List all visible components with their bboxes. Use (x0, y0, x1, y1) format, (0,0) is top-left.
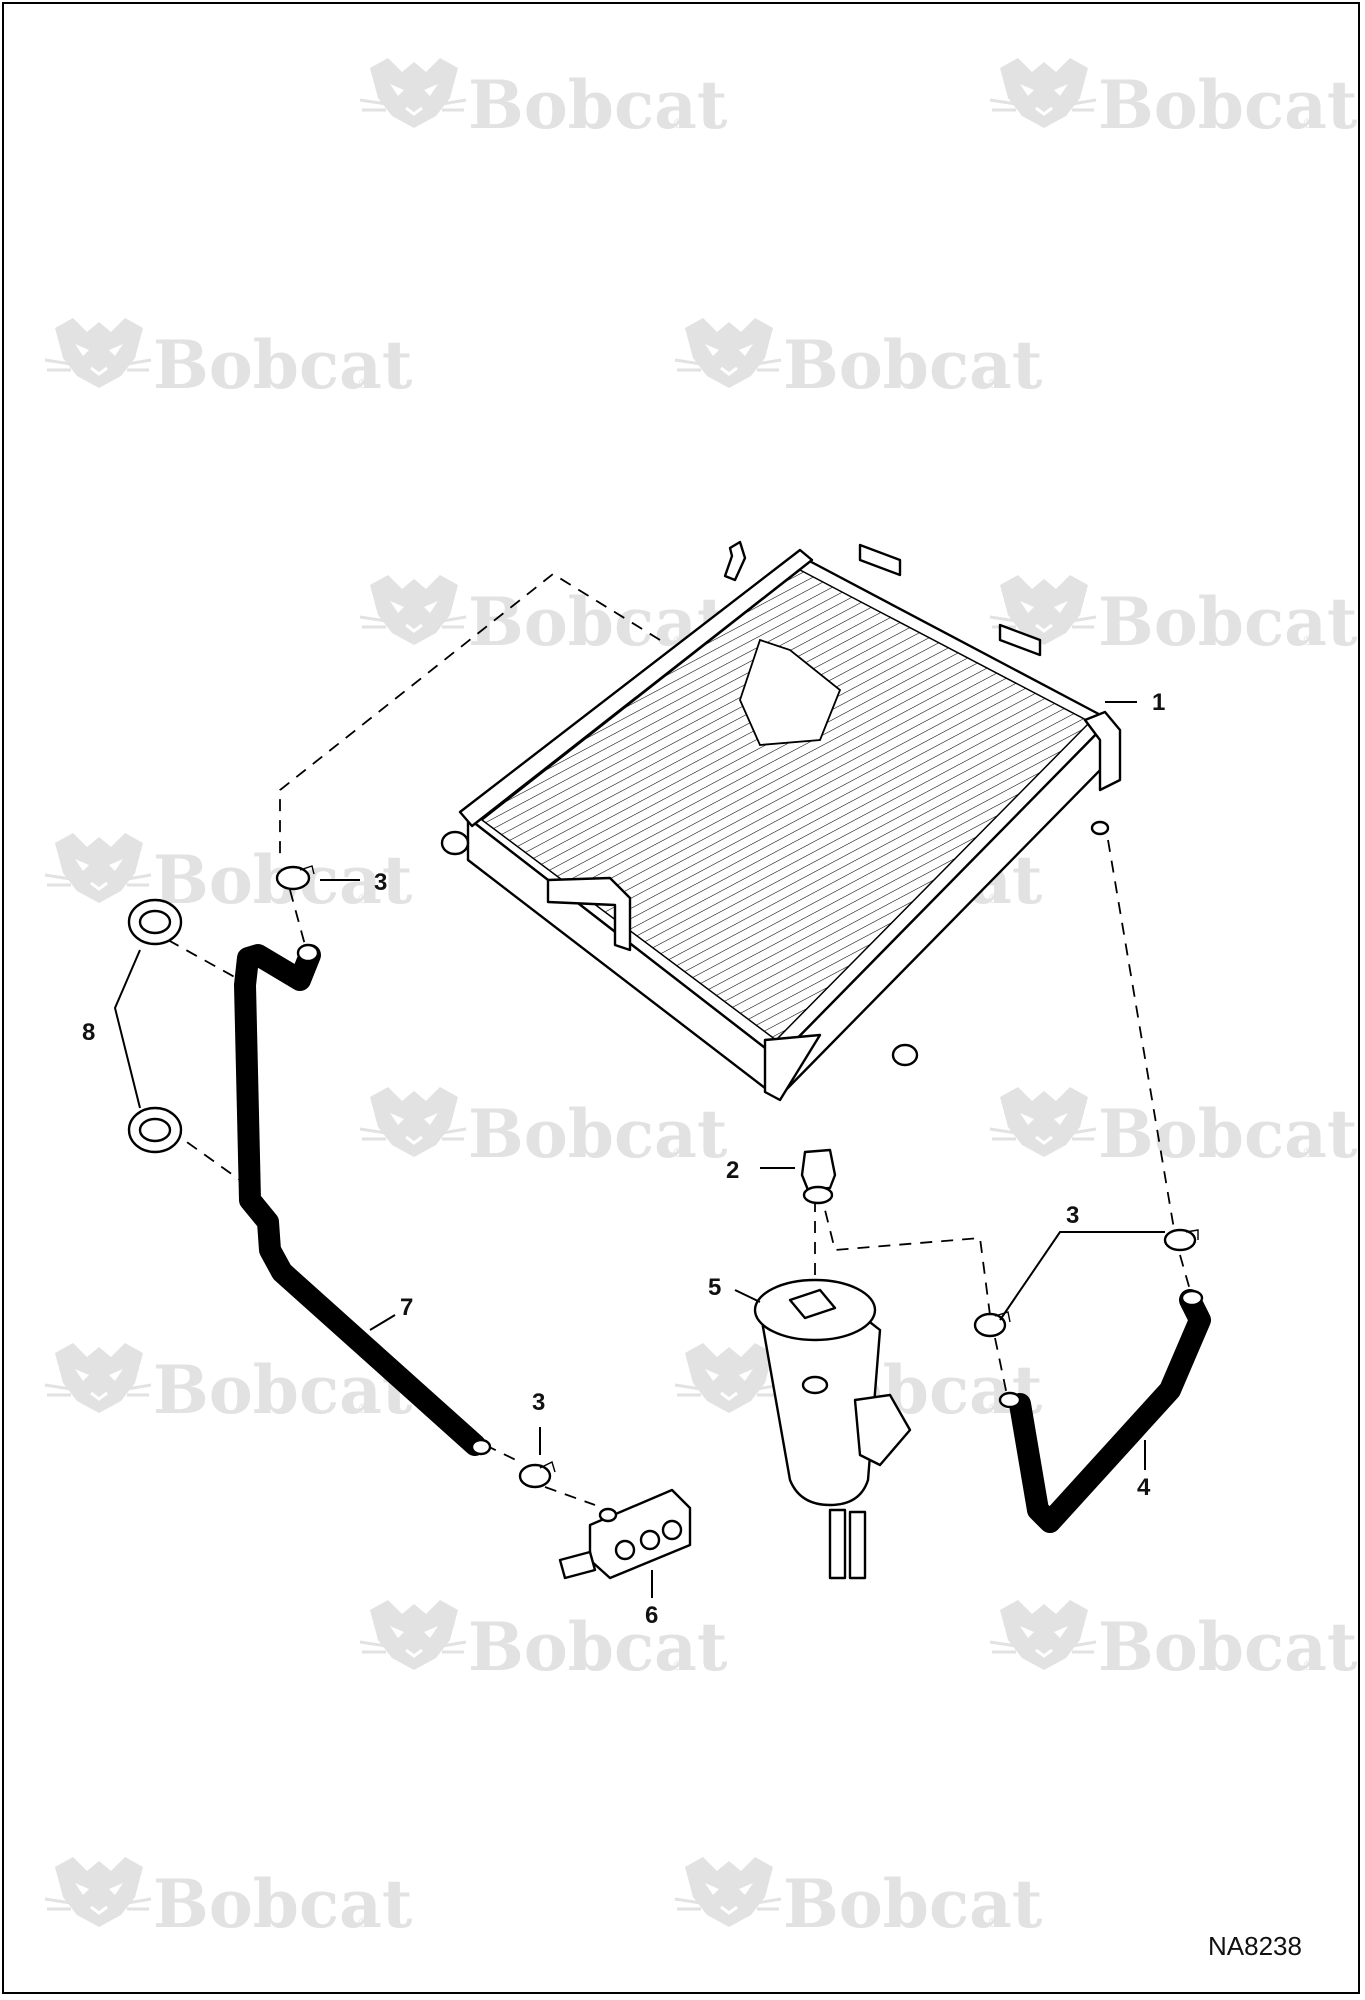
watermark: Bobcat® (988, 1598, 1358, 1686)
svg-text:®: ® (1302, 634, 1315, 649)
callout-8: 8 (82, 1019, 95, 1046)
callout-7: 7 (400, 1294, 413, 1321)
block-fitting-part-6[interactable] (558, 1488, 692, 1580)
watermark: Bobcat® (673, 1855, 1043, 1943)
svg-text:Bobcat: Bobcat (468, 1095, 728, 1173)
radiator-part-1[interactable] (440, 540, 1122, 1102)
svg-text:®: ® (357, 892, 370, 907)
hose-part-4[interactable] (998, 1289, 1211, 1533)
watermark: Bobcat® (988, 56, 1358, 144)
watermark: Bobcat® (988, 1085, 1358, 1173)
grommet-part-8[interactable] (127, 1106, 183, 1154)
watermark: Bobcat® (988, 573, 1358, 661)
svg-text:Bobcat: Bobcat (1098, 66, 1358, 144)
callout-3: 3 (1066, 1202, 1079, 1229)
callout-4: 4 (1137, 1474, 1151, 1501)
svg-text:Bobcat: Bobcat (153, 1865, 413, 1943)
svg-text:Bobcat: Bobcat (468, 1608, 728, 1686)
svg-text:®: ® (357, 1402, 370, 1417)
assembly-dash-lines (167, 572, 1191, 1506)
svg-text:®: ® (672, 117, 685, 132)
svg-text:®: ® (672, 1146, 685, 1161)
svg-text:Bobcat: Bobcat (1098, 583, 1358, 661)
hose-clamp-part-3[interactable] (1163, 1228, 1199, 1252)
figure-id: NA8238 (1208, 1931, 1302, 1961)
grommet-part-8[interactable] (127, 898, 183, 946)
expansion-tank-part-5[interactable] (753, 1278, 912, 1580)
hose-part-7[interactable] (234, 943, 492, 1456)
watermark: Bobcat® (43, 1341, 413, 1429)
svg-text:Bobcat: Bobcat (783, 1865, 1043, 1943)
watermark: Bobcat® (673, 316, 1043, 404)
callout-3: 3 (374, 869, 387, 896)
svg-text:®: ® (987, 377, 1000, 392)
watermark: Bobcat® (358, 1598, 728, 1686)
watermark: Bobcat® (43, 831, 413, 919)
leader-lines (113, 701, 1165, 1598)
svg-text:Bobcat: Bobcat (468, 66, 728, 144)
svg-text:Bobcat: Bobcat (783, 326, 1043, 404)
callout-1: 1 (1152, 689, 1165, 716)
callout-2: 2 (726, 1157, 739, 1184)
svg-text:®: ® (987, 892, 1000, 907)
callout-6: 6 (645, 1602, 658, 1629)
callout-3: 3 (532, 1389, 545, 1416)
hose-clamp-part-3[interactable] (973, 1311, 1011, 1338)
callouts: 1 2 3 3 3 4 5 6 7 8 (82, 689, 1165, 1629)
svg-text:®: ® (357, 377, 370, 392)
svg-text:®: ® (357, 1916, 370, 1931)
svg-text:Bobcat: Bobcat (153, 326, 413, 404)
hose-clamp-part-3[interactable] (275, 865, 315, 891)
watermark: Bobcat® (43, 1855, 413, 1943)
fitting-part-2[interactable] (800, 1148, 837, 1205)
svg-text:®: ® (1302, 1146, 1315, 1161)
callout-5: 5 (708, 1274, 721, 1301)
svg-text:Bobcat: Bobcat (1098, 1095, 1358, 1173)
watermark: Bobcat® (358, 56, 728, 144)
watermark: Bobcat® (358, 1085, 728, 1173)
svg-text:Bobcat: Bobcat (1098, 1608, 1358, 1686)
svg-text:®: ® (987, 1916, 1000, 1931)
svg-text:®: ® (1302, 117, 1315, 132)
watermark: Bobcat® (43, 316, 413, 404)
hose-clamp-part-3[interactable] (518, 1461, 556, 1489)
svg-text:®: ® (1302, 1659, 1315, 1674)
svg-text:®: ® (987, 1402, 1000, 1417)
svg-text:®: ® (672, 1659, 685, 1674)
